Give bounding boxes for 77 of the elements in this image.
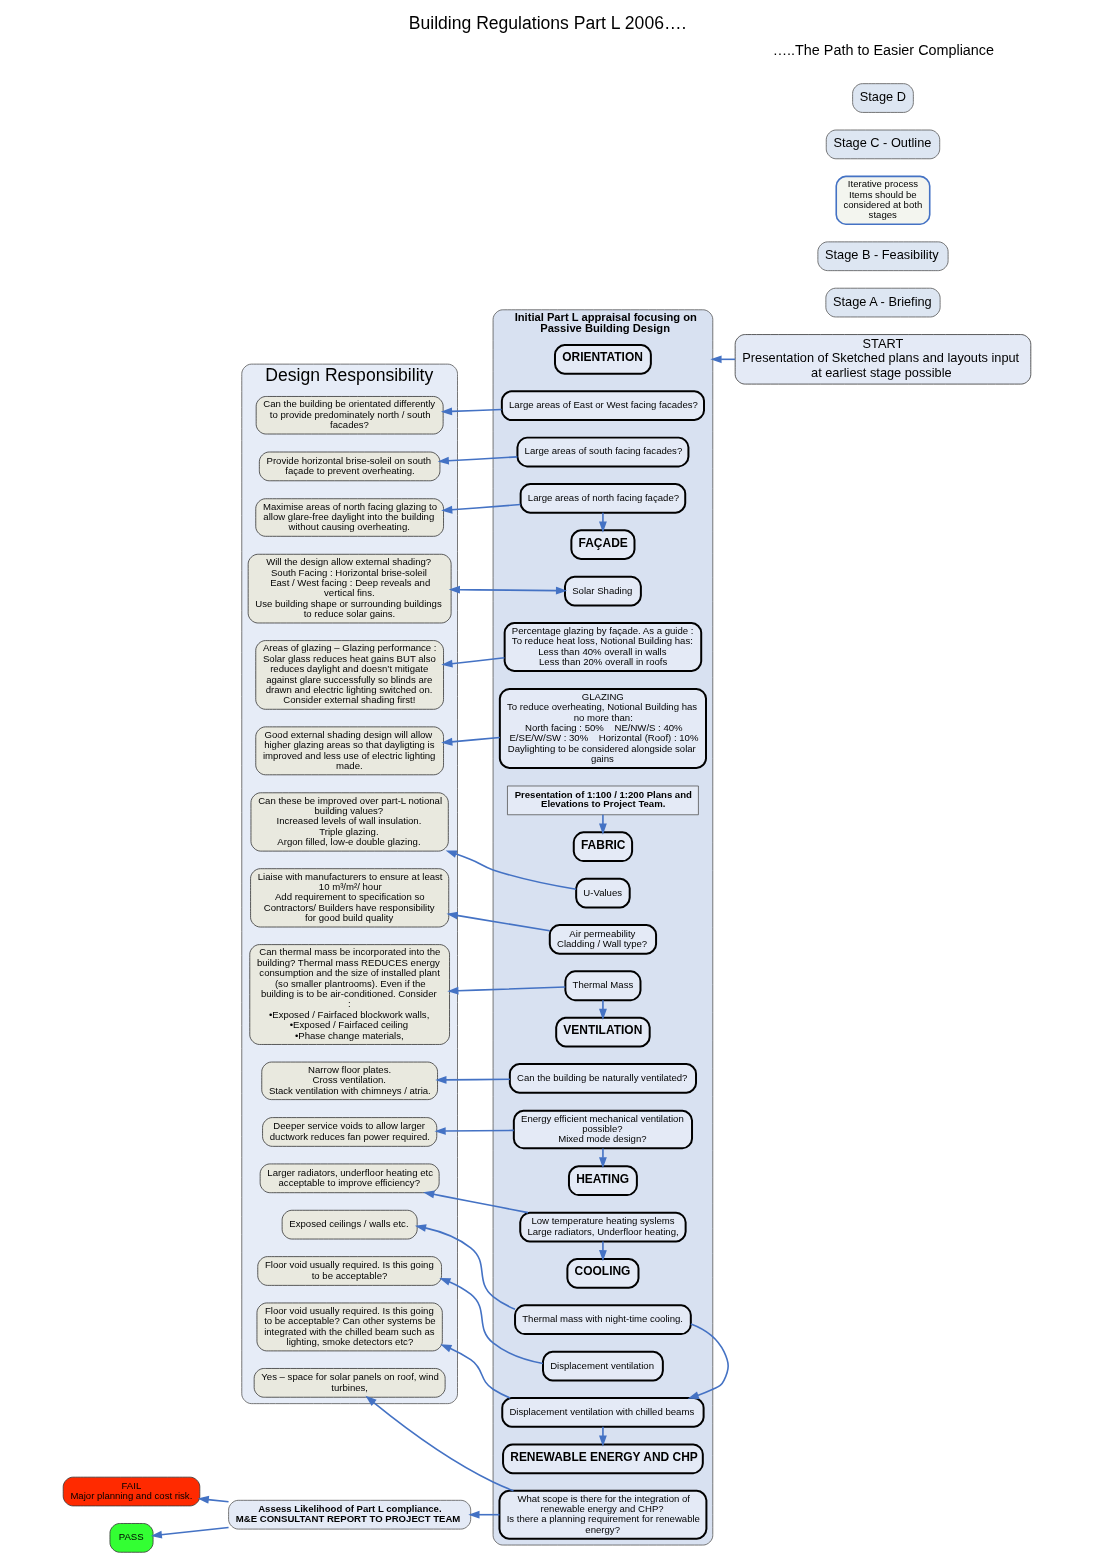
node-box: Thermal mass with night-time cooling.	[514, 1304, 692, 1336]
arrow	[439, 1277, 544, 1365]
arrow	[440, 1344, 511, 1399]
node-box: Provide horizontal brise-soleil on south façade to prevent overheating.	[258, 451, 441, 482]
arrow	[365, 1395, 515, 1492]
arrow	[423, 1190, 529, 1214]
node-box: Solar Shading	[564, 575, 642, 607]
node-box: VENTILATION	[555, 1016, 651, 1048]
node-box: Good external shading design will allow higher glazing areas so that dayligting is improved and less use of electric lighting made.	[255, 726, 444, 776]
node-box: Large areas of north facing façade?	[519, 482, 687, 514]
node-box: Can the building be naturally ventilated?	[508, 1063, 697, 1094]
node-box: Air permeability Cladding / Wall type?	[548, 924, 658, 955]
arrow	[446, 911, 551, 932]
node-box: Assess Likelihood of Part L compliance. M&E CONSULTANT REPORT TO PROJECT TEAM	[228, 1499, 472, 1530]
arrow	[468, 1510, 501, 1519]
arrow	[441, 503, 522, 514]
arrow	[448, 585, 568, 595]
node-box: What scope is there for the integration of renewable energy and CHP? Is there a planning requirement for renewable energy?	[498, 1489, 708, 1540]
node-box: HEATING	[567, 1165, 638, 1197]
node-box: Low temperature heating syslems Large radiators, Underfloor heating,	[519, 1211, 687, 1243]
node-box: FABRIC	[572, 831, 634, 863]
node-box: Displacement ventilation with chilled beams	[501, 1397, 705, 1428]
node-box: Areas of glazing – Glazing performance : Solar glass reduces heat gains BUT also reduces daylight and doesn’t mitigate against glare successfully so blinds are drawn and electric lighting switched on. Consider external shading first!	[255, 640, 444, 710]
arrow	[599, 1147, 607, 1169]
arrow	[197, 1495, 230, 1504]
node-box: U-Values	[575, 877, 631, 909]
arrow	[599, 814, 607, 835]
node-box: FAIL Major planning and cost risk.	[62, 1476, 201, 1507]
node-box: Can the building be orientated differently to provide predominately north / south facades?	[255, 396, 444, 435]
node-box: COOLING	[566, 1258, 640, 1289]
node-box: Can these be improved over part-L notional building values? Increased levels of wall insulation. Triple glazing. Argon filled, low-e double glazing.	[250, 792, 449, 852]
arrow	[599, 1426, 607, 1447]
label: …..The Path to Easier Compliance	[772, 42, 995, 59]
diagram-title: Building Regulations Part L 2006….	[408, 13, 687, 34]
arrow	[150, 1526, 230, 1539]
node-box: Can thermal mass be incorporated into the building? Thermal mass REDUCES energy consumption and the size of installed plant (so smaller plantrooms). Even if the building is to be air-conditioned. Consider : •Exposed / Fairfaced blockwork walls, •Exposed / Fairfaced ceiling •Phase change materials,	[249, 944, 450, 1045]
arrow	[599, 512, 607, 533]
node-box: Stage A - Briefing	[825, 287, 941, 318]
node-box: Deeper service voids to allow larger ductwork reduces fan power required.	[262, 1117, 438, 1147]
node-box: RENEWABLE ENERGY AND CHP	[502, 1443, 704, 1475]
node-box: GLAZING To reduce overheating, Notional Building has no more than: North facing : 50% NE/NW/S : 40% E/SE/W/SW : 30% Horizontal (Roof) : 10% Daylighting to be considered alongside solar gains	[498, 687, 707, 769]
node-box: Liaise with manufacturers to ensure at least 10 m³/m²/ hour Add requirement to specification so Contractors/ Builders have responsibility for good build quality	[250, 868, 450, 928]
node-box: Floor void usually required. Is this going to be acceptable?	[257, 1256, 442, 1286]
node-box: Large areas of East or West facing facades?	[500, 390, 705, 422]
node-box: Iterative process Items should be considered at both stages	[835, 175, 931, 226]
arrow	[440, 407, 503, 416]
arrow	[445, 850, 577, 891]
node-box: Energy efficient mechanical ventilation possible? Mixed mode design?	[512, 1109, 693, 1150]
node-box: Displacement ventilation	[542, 1350, 664, 1382]
node-box: Percentage glazing by façade. As a guide : To reduce heat loss, Notional Building has: Less than 40% overall in walls Less than 20% overall in roofs	[503, 622, 703, 672]
node-box: Maximise areas of north facing glazing to allow glare-free daylight into the building without causing overheating.	[255, 498, 444, 537]
arrow	[434, 1127, 515, 1135]
arrow	[441, 657, 506, 668]
node-box: FAÇADE	[570, 529, 636, 561]
arrow	[441, 736, 501, 746]
node-box: Larger radiators, underfloor heating etc acceptable to improve efficiency?	[259, 1163, 440, 1194]
node-box: Stage D	[852, 83, 914, 113]
arrow	[414, 1224, 516, 1310]
node-box: Yes – space for solar panels on roof, wind turbines,	[253, 1368, 446, 1398]
node-box: ORIENTATION	[554, 343, 652, 375]
node-box: Thermal Mass	[564, 970, 642, 1002]
arrow	[437, 456, 519, 465]
node-box: Exposed ceilings / walls etc.	[281, 1209, 418, 1240]
node-box: Will the design allow external shading? South Facing : Horizontal brise-soleil East / West facing : Deep reveals and vertical fins. Use building shape or surrounding buildings to reduce solar gains.	[247, 553, 452, 624]
node-box: Stage B - Feasibility	[817, 241, 949, 272]
arrow	[599, 999, 607, 1021]
arrow	[687, 1323, 729, 1399]
node-box: Large areas of south facing facades?	[516, 436, 690, 468]
arrow	[447, 986, 567, 995]
node-box: Floor void usually required. Is this going to be acceptable? Can other systems be integrated with the chilled beam such as lighting, smoke detectors etc?	[256, 1302, 443, 1352]
node-box: Stage C - Outline	[825, 129, 941, 160]
arrow	[435, 1076, 511, 1084]
node-box: PASS	[109, 1523, 154, 1553]
node-box: START Presentation of Sketched plans and layouts input at earliest stage possible	[734, 334, 1032, 385]
arrow	[599, 1240, 607, 1262]
node-box: Narrow floor plates. Cross ventilation. Stack ventilation with chimneys / atria.	[261, 1061, 438, 1100]
node-box: Presentation of 1:100 / 1:200 Plans and Elevations to Project Team.	[507, 785, 699, 816]
